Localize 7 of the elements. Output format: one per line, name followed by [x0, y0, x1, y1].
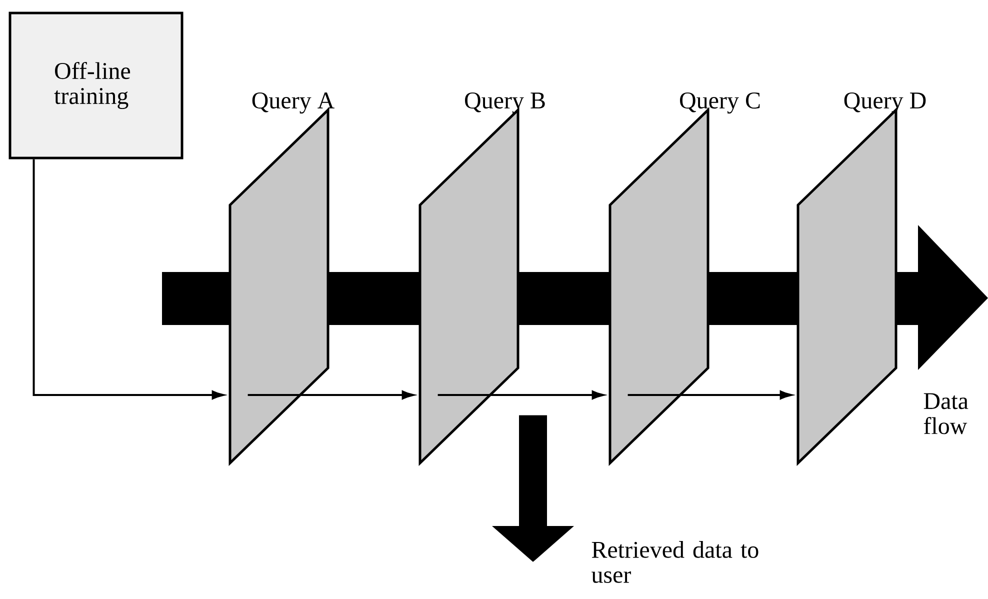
process-box: Off-line training: [8, 12, 184, 160]
plane-label: Query B: [465, 92, 545, 114]
plane-label: Query C: [680, 92, 760, 114]
plane-label: Query A: [252, 92, 334, 114]
plane-label: Query D: [844, 92, 926, 114]
flow-label: Data flow: [924, 393, 968, 434]
output-label: Retrieved data to user: [592, 541, 758, 583]
